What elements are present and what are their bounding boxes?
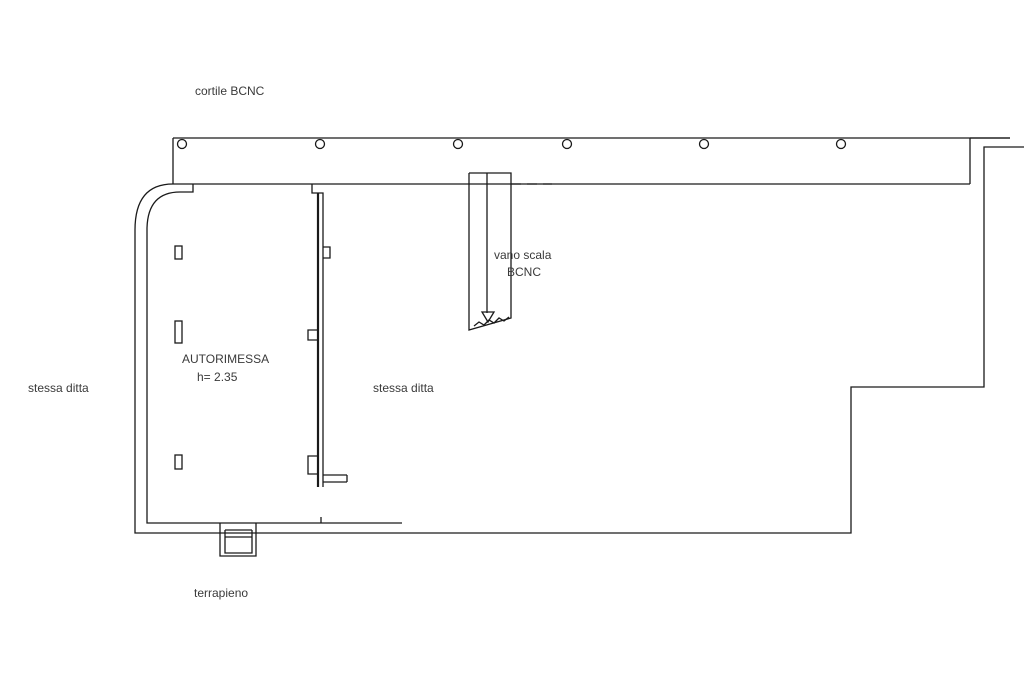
garage-inner-wall: [146, 184, 402, 524]
stair-hatch: [473, 316, 510, 327]
stair-arrow-icon: [480, 311, 496, 324]
label-garage-height: h= 2.35: [197, 370, 238, 384]
label-garage-name: AUTORIMESSA: [182, 352, 270, 366]
opening-2: [174, 320, 183, 344]
column-5: [698, 138, 710, 150]
column-1: [176, 138, 188, 150]
label-stair-line1: vano scala: [494, 248, 552, 262]
light-well: [219, 523, 257, 557]
label-same-firm-center: stessa ditta: [373, 381, 434, 395]
column-4: [561, 138, 573, 150]
opening-3: [174, 454, 183, 470]
label-same-firm-left: stessa ditta: [28, 381, 89, 395]
label-stair-line2: BCNC: [507, 265, 542, 279]
partition-details: [307, 184, 348, 523]
staircase: [468, 172, 512, 331]
column-3: [452, 138, 464, 150]
label-courtyard: cortile BCNC: [195, 84, 265, 98]
column-2: [314, 138, 326, 150]
portico-strip: [172, 137, 1010, 185]
column-6: [835, 138, 847, 150]
label-embankment: terrapieno: [194, 586, 249, 600]
opening-1: [174, 245, 183, 260]
outer-wall: [134, 146, 1024, 534]
